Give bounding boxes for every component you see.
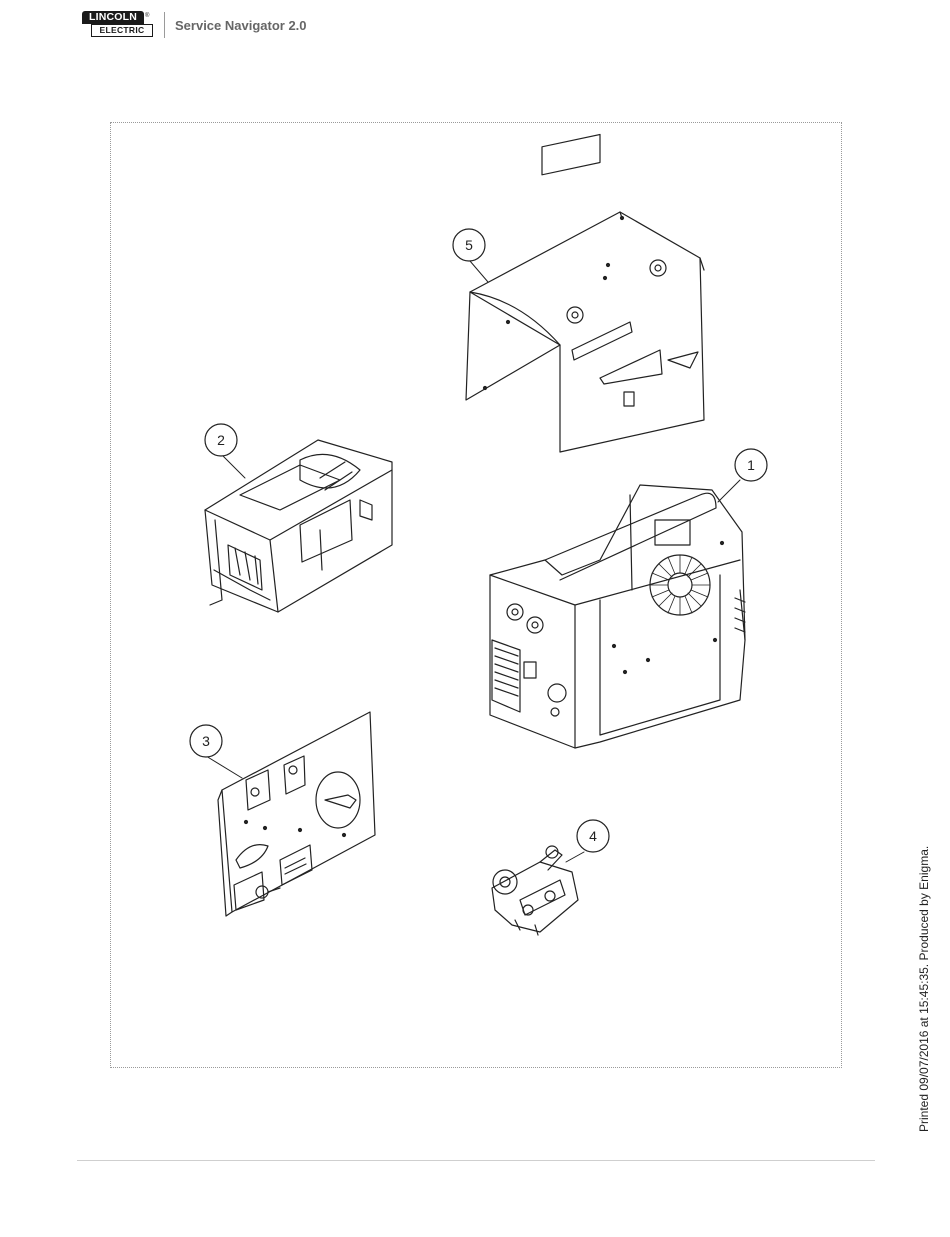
part-3-panel	[218, 712, 375, 916]
part-5-cover	[466, 134, 704, 452]
svg-text:2: 2	[217, 432, 225, 448]
callout-2: 2	[205, 424, 237, 456]
callout-4: 4	[577, 820, 609, 852]
footer-divider	[77, 1160, 875, 1161]
callout-1: 1	[735, 449, 767, 481]
svg-text:1: 1	[747, 457, 755, 473]
part-1-case	[490, 485, 745, 748]
print-timestamp-note: Printed 09/07/2016 at 15:45:35. Produced…	[917, 846, 931, 1132]
svg-text:3: 3	[202, 733, 210, 749]
callout-3: 3	[190, 725, 222, 757]
svg-text:4: 4	[589, 828, 597, 844]
part-4-wire-drive	[492, 846, 578, 935]
callout-5: 5	[453, 229, 485, 261]
svg-text:5: 5	[465, 237, 473, 253]
